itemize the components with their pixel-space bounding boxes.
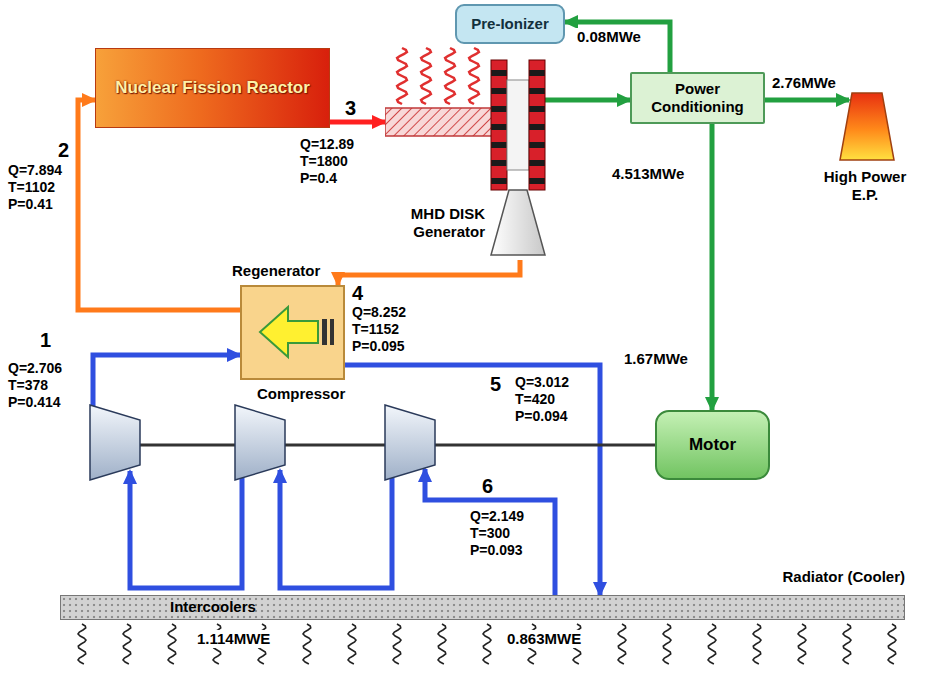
wave-line [843, 624, 851, 664]
wave-line [753, 624, 761, 664]
state-values: Q=8.252 T=1152 P=0.095 [352, 304, 406, 354]
flow-line [545, 98, 630, 103]
wave-line [213, 624, 221, 664]
label-holder: Radiator (Cooler) [605, 568, 905, 586]
node-label: Compressor [257, 385, 367, 403]
wave-line [469, 48, 479, 104]
flow-line [338, 260, 520, 285]
power-label: 2.76MWe [770, 74, 838, 92]
radiator-band: Radiator (Cooler) Intercoolers [60, 568, 905, 620]
wave-line [708, 624, 716, 664]
compressor-stages: Compressor [85, 385, 445, 485]
node-label: Regenerator [232, 262, 350, 280]
flow-line [93, 355, 240, 407]
wave-line [393, 624, 401, 664]
flow-line [435, 444, 655, 447]
intercooler-loop [280, 470, 392, 588]
flow-line [345, 365, 600, 595]
process-box: Power Conditioning [630, 72, 765, 124]
flow-line [330, 120, 385, 125]
shape-outline [240, 285, 345, 380]
wave-line [258, 624, 266, 664]
wave-line [573, 624, 581, 664]
state-values: Q=2.706 T=378 P=0.414 [8, 360, 62, 410]
power-label: 4.513MWe [612, 165, 684, 183]
label-holder: MHD DISK Generator [385, 205, 485, 241]
flow-line [710, 124, 715, 410]
wave-line [528, 624, 536, 664]
flow-line [565, 22, 670, 72]
node-label: Power Conditioning [640, 80, 755, 116]
state-values: Q=3.012 T=420 P=0.094 [515, 374, 569, 424]
power-label: 1.114MWE [195, 630, 272, 648]
ionizing-waves [397, 48, 479, 104]
node-label: Intercoolers [170, 598, 290, 616]
state-number: 4 [352, 281, 363, 305]
wave-line [888, 624, 896, 664]
wave-line [438, 624, 446, 664]
regenerator: Regenerator [232, 262, 350, 380]
power-label: 1.67MWe [622, 350, 690, 368]
wave-line [123, 624, 131, 664]
pre-ionizer-box: Pre-Ionizer [455, 4, 565, 44]
wave-line [421, 48, 431, 104]
wave-line [483, 624, 491, 664]
wave-line [798, 624, 806, 664]
state-number: 1 [40, 328, 51, 352]
wave-line [445, 48, 455, 104]
state-number: 3 [345, 96, 356, 120]
wave-line [303, 624, 311, 664]
node-label: High Power E.P. [812, 168, 918, 204]
mhd-generator: MHD DISK Generator [385, 55, 550, 260]
state-values: Q=12.89 T=1800 P=0.4 [300, 136, 354, 186]
power-label: 0.863MWE [505, 630, 583, 648]
node-label: Motor [689, 435, 736, 455]
label-holder: High Power E.P. [812, 168, 918, 204]
wave-line [618, 624, 626, 664]
node-label: Pre-Ionizer [471, 15, 549, 33]
wave-line [168, 624, 176, 664]
state-values: Q=7.894 T=1102 P=0.41 [8, 162, 62, 212]
node-label: MHD DISK Generator [385, 205, 485, 241]
wave-line [397, 48, 407, 104]
flow-line [425, 469, 555, 595]
flow-line [765, 98, 849, 103]
label-holder: Intercoolers [170, 598, 290, 616]
label-holder: Regenerator [232, 262, 350, 280]
reactor-box: Nuclear Fission Reactor [95, 48, 330, 128]
state-values: Q=2.149 T=300 P=0.093 [470, 508, 524, 558]
heat-radiation-waves [78, 624, 896, 664]
state-number: 6 [482, 474, 493, 498]
intercooler-pipes [130, 470, 392, 588]
node-label: Nuclear Fission Reactor [115, 78, 310, 98]
intercooler-loop [130, 471, 242, 588]
label-holder: Compressor [257, 385, 367, 403]
wave-line [78, 624, 86, 664]
flow-line [78, 100, 240, 310]
motor-box: Motor [655, 410, 770, 480]
wave-line [663, 624, 671, 664]
state-number: 5 [490, 372, 501, 396]
power-label: 0.08MWe [575, 28, 643, 46]
wave-line [348, 624, 356, 664]
thruster-symbol: High Power E.P. [812, 92, 918, 222]
state-number: 2 [58, 138, 69, 162]
node-label: Radiator (Cooler) [605, 568, 905, 586]
